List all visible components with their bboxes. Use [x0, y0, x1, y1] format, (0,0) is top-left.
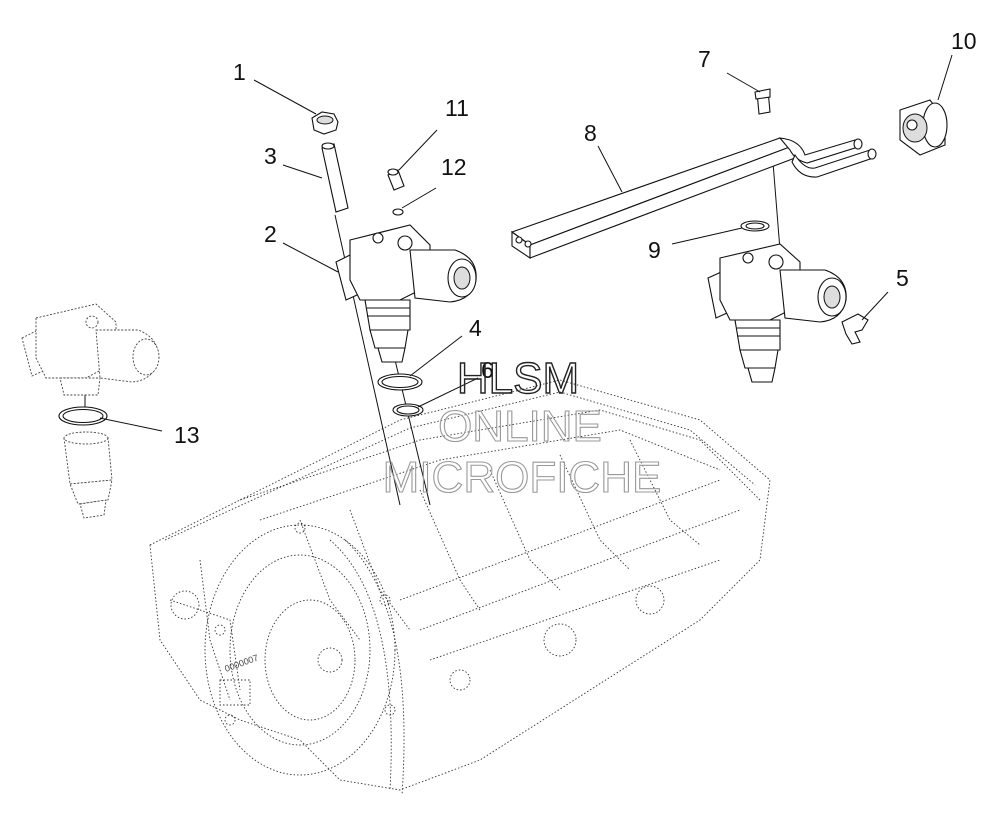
callout-13: 13: [174, 422, 200, 448]
callout-7: 7: [698, 46, 711, 72]
part-11-fitting: [387, 168, 405, 191]
part-2-injector: [335, 224, 477, 363]
part-6-oring: [392, 403, 424, 417]
callout-8: 8: [584, 120, 597, 146]
callout-9: 9: [648, 237, 661, 263]
callout-4: 4: [469, 315, 482, 341]
callout-2: 2: [264, 221, 277, 247]
callout-5: 5: [896, 265, 909, 291]
part-8-fuel-rail: [510, 137, 877, 260]
callout-3: 3: [264, 143, 277, 169]
svg-text:0000007: 0000007: [223, 652, 259, 673]
callout-12: 12: [441, 154, 467, 180]
part-13-injector-left: [21, 303, 160, 519]
watermark: HLSM ONLINE MICROFICHE: [382, 353, 662, 502]
part-9-washer: [740, 220, 770, 232]
part-4-oring: [377, 373, 423, 391]
part-12-washer: [392, 208, 404, 216]
callout-6: 6: [481, 357, 494, 383]
callout-1: 1: [233, 59, 246, 85]
watermark-line3: MICROFICHE: [383, 453, 662, 502]
callout-10: 10: [951, 28, 977, 54]
part-7-screw: [754, 88, 771, 115]
part-10-plug: [899, 99, 948, 156]
part-3-rod: [321, 142, 349, 213]
part-5-clip: [841, 313, 869, 345]
watermark-line2: ONLINE: [438, 402, 602, 451]
callout-labels: 1 2 3 4 5 6 7 8 9 10 11 12 13: [174, 28, 977, 448]
callout-11: 11: [445, 95, 469, 121]
injector-right: [707, 243, 847, 383]
leader-lines: [99, 54, 953, 432]
part-1-nut: [311, 111, 339, 135]
watermark-line1: HLSM: [457, 354, 579, 403]
